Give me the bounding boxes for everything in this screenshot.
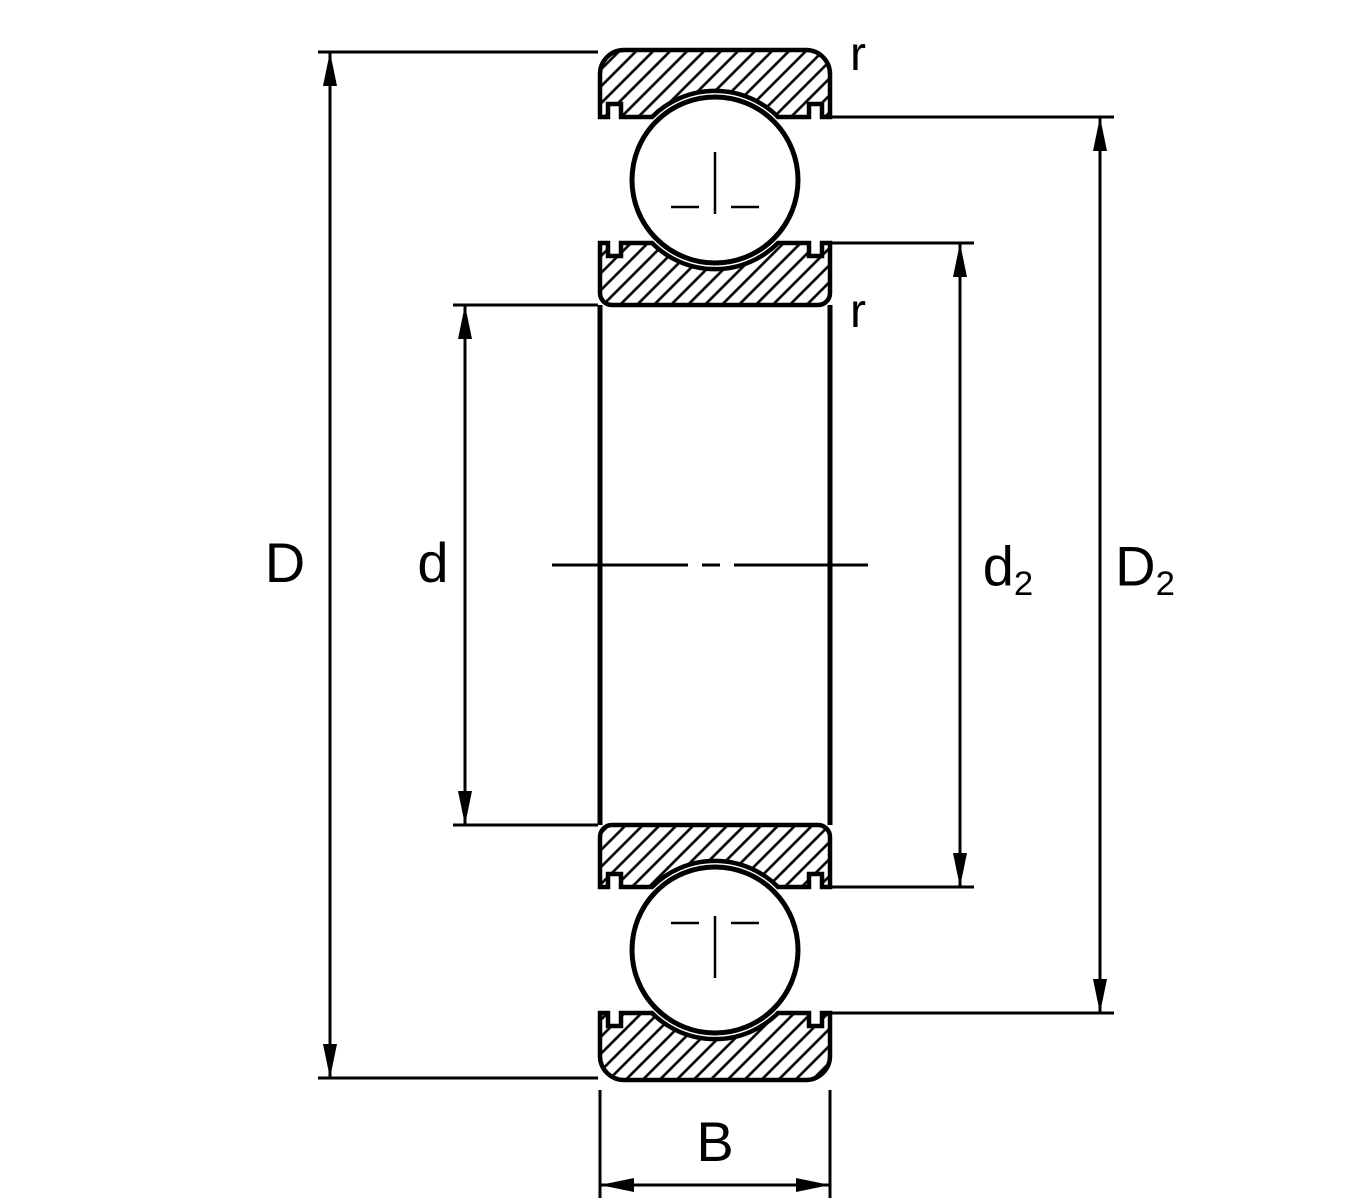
label-bore-diameter-text: d: [417, 531, 449, 594]
dimension-shoulder-diameter-outer: [832, 115, 1114, 1015]
arrowhead-down: [323, 1044, 337, 1078]
label-chamfer-radius-inner-text: r: [850, 285, 866, 338]
centerlines: [552, 152, 868, 978]
outer-ring-top-section: [597, 47, 833, 120]
arrowhead-down: [458, 791, 472, 825]
arrowhead-up: [323, 52, 337, 86]
label-chamfer-radius-inner: r: [850, 288, 866, 336]
label-shoulder-diameter-inner-text: d: [982, 534, 1014, 598]
label-chamfer-radius-outer-text: r: [850, 28, 866, 81]
inner-ring-top-section: [597, 240, 833, 308]
outer-ring-bottom-section: [597, 1010, 833, 1083]
label-shoulder-diameter-inner-subscript: 2: [1013, 565, 1034, 603]
arrowhead-up: [953, 243, 967, 277]
label-shoulder-diameter-inner: d2: [983, 538, 1034, 603]
arrowhead-up: [1093, 117, 1107, 151]
label-chamfer-radius-outer: r: [850, 31, 866, 79]
label-bore-diameter: d: [417, 535, 448, 591]
label-width: B: [696, 1114, 733, 1170]
label-shoulder-diameter-outer-text: D: [1115, 534, 1156, 598]
dimension-width: [598, 1090, 832, 1198]
arrowhead-down: [953, 853, 967, 887]
ball-bottom-center-mark: [671, 916, 759, 978]
label-width-text: B: [696, 1110, 734, 1173]
dimension-bore-diameter: [453, 303, 598, 827]
arrowhead-left: [600, 1178, 634, 1192]
dimension-shoulder-diameter-inner: [832, 241, 974, 889]
arrowhead-right: [796, 1178, 830, 1192]
inner-ring-bottom-section: [597, 822, 833, 890]
ball-top-center-mark: [671, 152, 759, 214]
dimension-outer-diameter: [318, 50, 598, 1080]
arrowhead-up: [458, 305, 472, 339]
arrowhead-down: [1093, 979, 1107, 1013]
label-outer-diameter-text: D: [264, 531, 306, 594]
label-shoulder-diameter-outer-subscript: 2: [1155, 565, 1175, 603]
label-shoulder-diameter-outer: D2: [1115, 538, 1175, 603]
label-outer-diameter: D: [265, 535, 305, 591]
